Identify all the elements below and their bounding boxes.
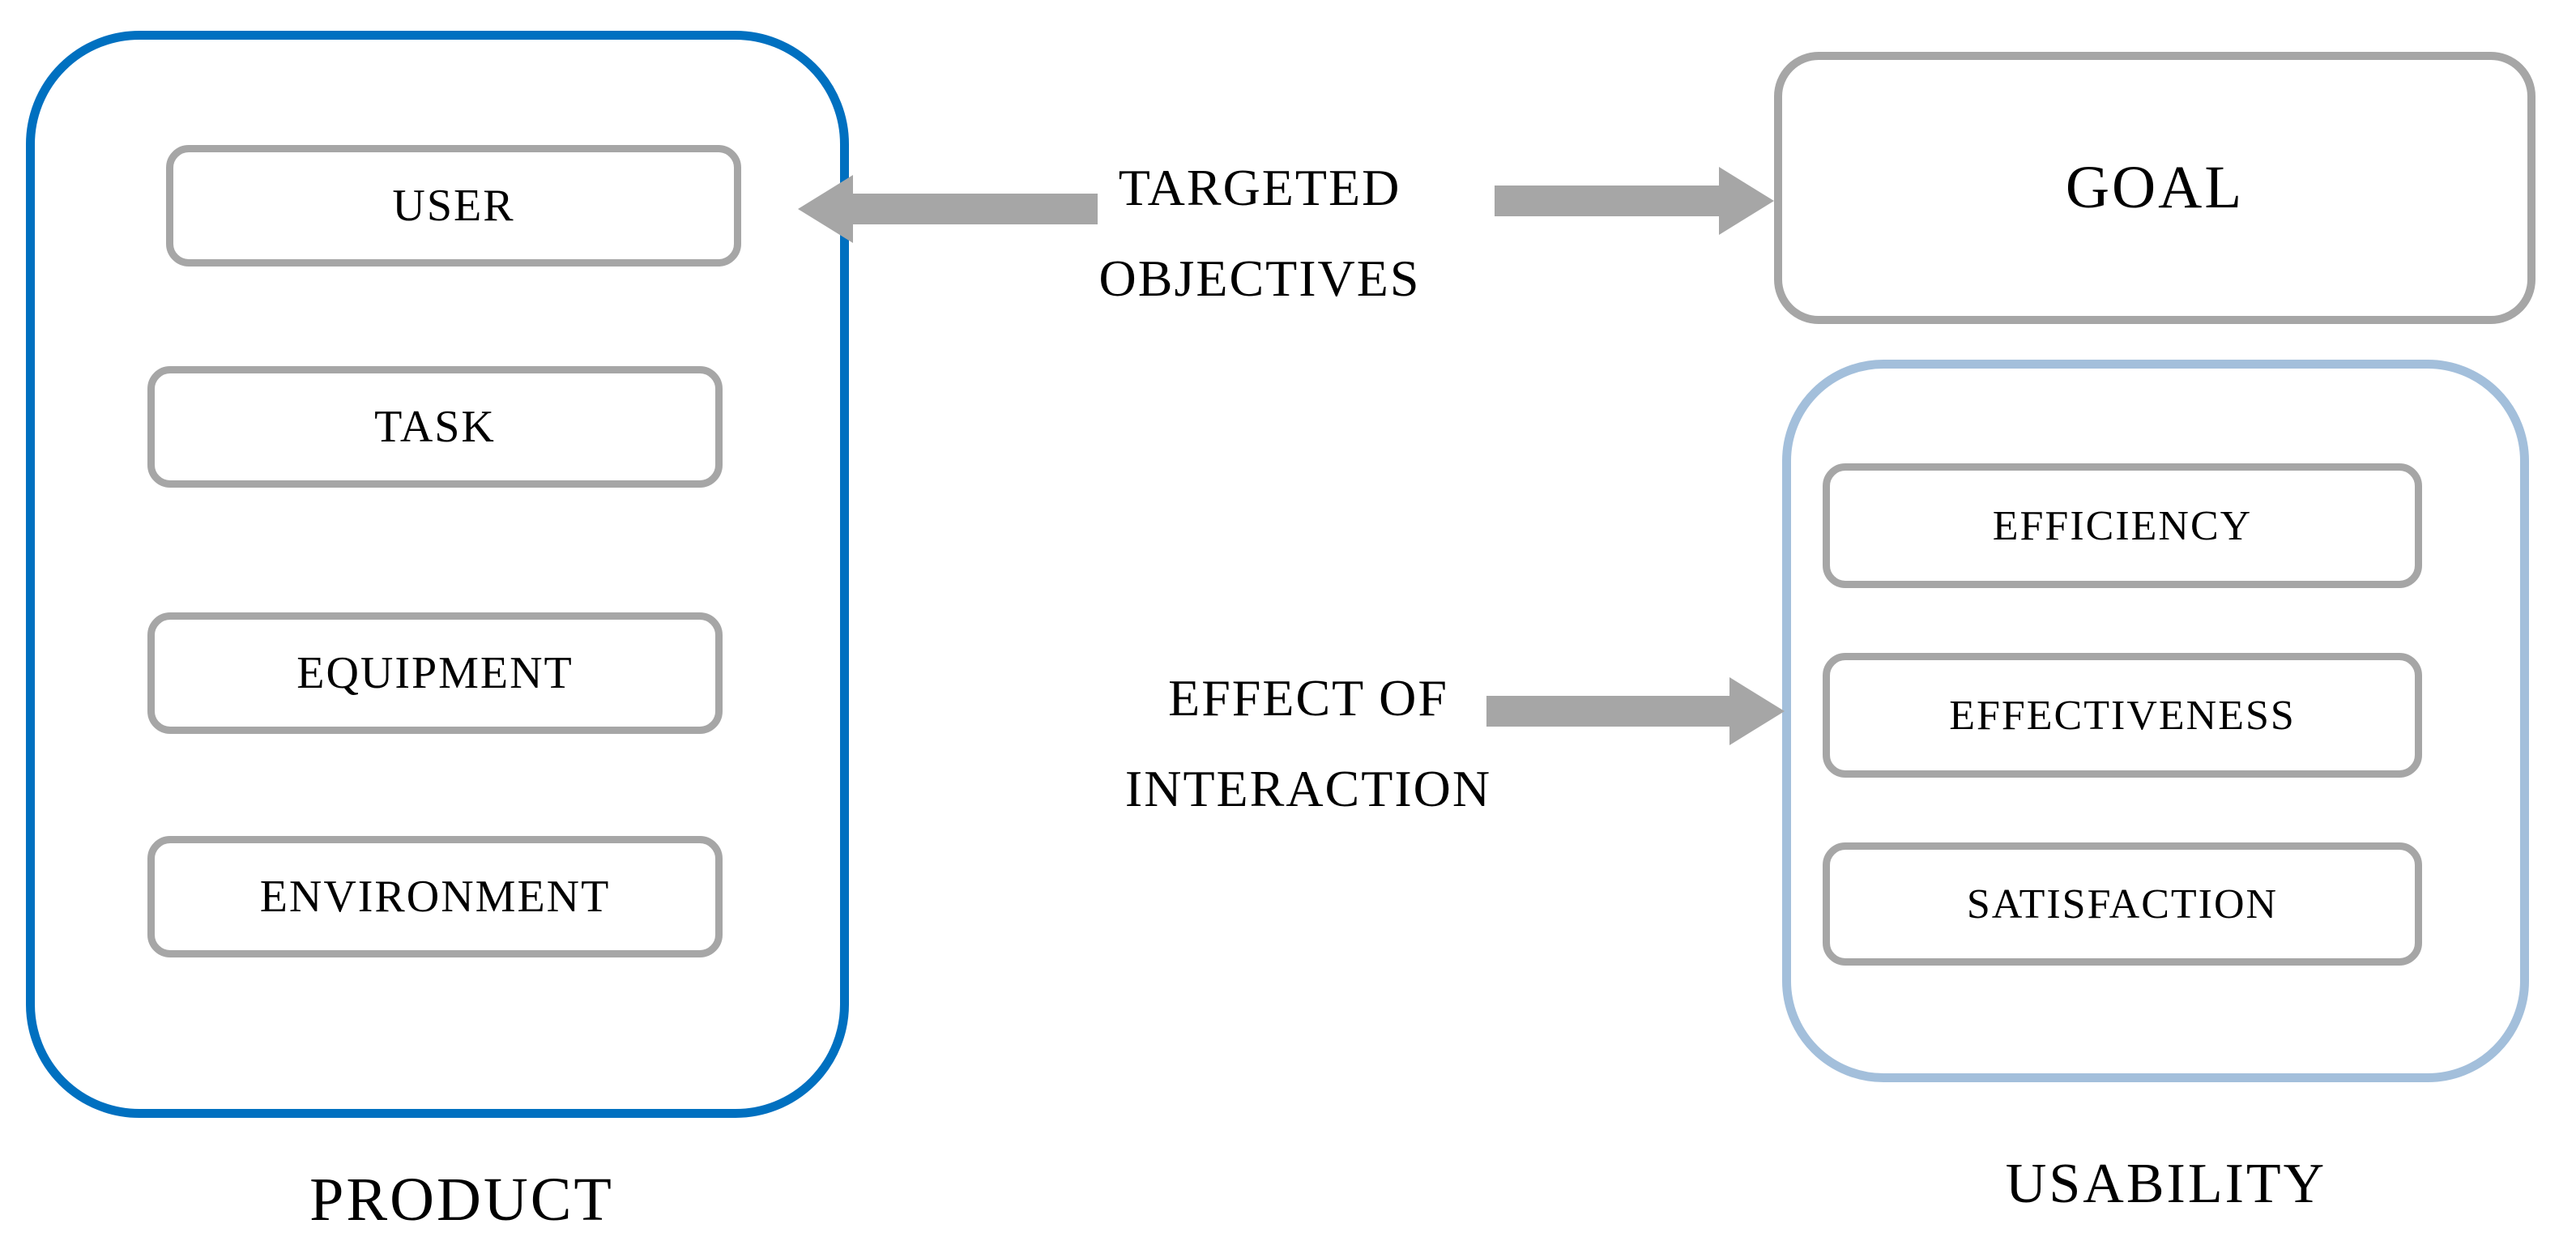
product-group-label: PRODUCT — [309, 1166, 614, 1234]
user-box: USER — [166, 145, 741, 267]
effectiveness-box: EFFECTIVENESS — [1823, 653, 2422, 778]
goal-box-label: GOAL — [2065, 154, 2245, 221]
effect-of-interaction-line1: EFFECT OF — [1168, 669, 1448, 727]
targeted-objectives-label: TARGETED OBJECTIVES — [1013, 143, 1507, 324]
goal-box: GOAL — [1774, 52, 2535, 324]
arrow-to-usability-icon — [1486, 677, 1785, 745]
arrow-to-product-icon — [798, 175, 1098, 243]
efficiency-box-label: EFFICIENCY — [1992, 502, 2253, 549]
targeted-objectives-line2: OBJECTIVES — [1098, 249, 1421, 307]
usability-group-label: USABILITY — [2005, 1153, 2327, 1215]
effect-of-interaction-line2: INTERACTION — [1124, 760, 1492, 817]
user-box-label: USER — [392, 181, 515, 231]
effectiveness-box-label: EFFECTIVENESS — [1949, 692, 2296, 739]
satisfaction-box-label: SATISFACTION — [1966, 881, 2279, 928]
environment-box: ENVIRONMENT — [147, 836, 723, 957]
satisfaction-box: SATISFACTION — [1823, 842, 2422, 966]
arrow-to-goal-icon — [1495, 167, 1774, 235]
equipment-box: EQUIPMENT — [147, 612, 723, 734]
efficiency-box: EFFICIENCY — [1823, 463, 2422, 588]
task-box-label: TASK — [374, 402, 496, 452]
usability-container — [1782, 360, 2529, 1082]
task-box: TASK — [147, 366, 723, 488]
effect-of-interaction-label: EFFECT OF INTERACTION — [1053, 653, 1563, 834]
environment-box-label: ENVIRONMENT — [259, 872, 611, 922]
equipment-box-label: EQUIPMENT — [296, 648, 574, 698]
product-container — [26, 31, 849, 1118]
targeted-objectives-line1: TARGETED — [1118, 159, 1401, 216]
